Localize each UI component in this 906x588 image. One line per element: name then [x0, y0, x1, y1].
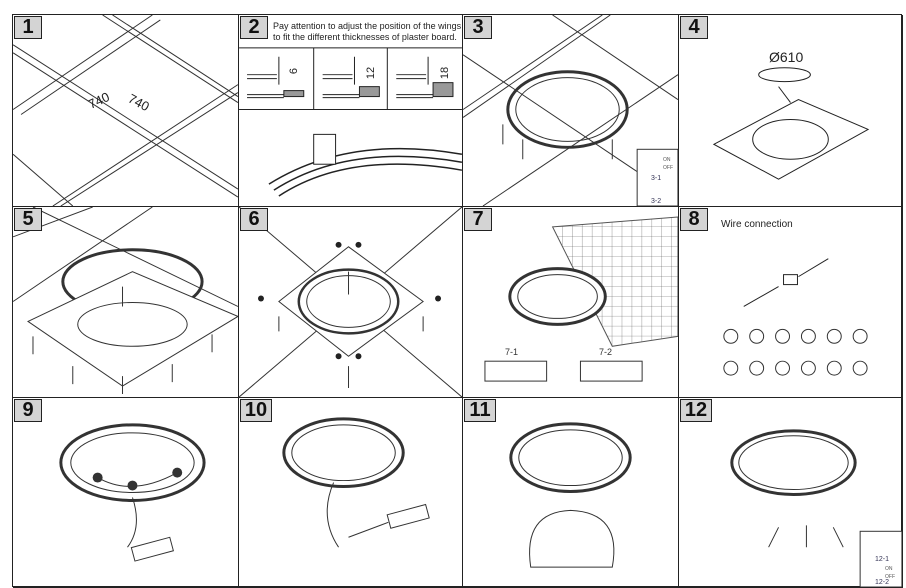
step-number: 11	[464, 399, 496, 422]
sub-step-label: 12-2	[875, 579, 890, 586]
step-8-panel: 8 Wire connection	[679, 207, 903, 398]
step-9-panel: 9	[13, 398, 239, 588]
ceiling-grid-illustration	[13, 15, 238, 206]
driver-wiring-illustration	[282, 417, 430, 548]
step-number: 7	[464, 208, 492, 231]
thickness-label: 18	[439, 66, 452, 80]
ring-adjust-illustration	[484, 216, 678, 382]
thickness-label: 6	[288, 67, 301, 75]
step-10-panel: 10	[239, 398, 463, 588]
step-number: 1	[14, 16, 42, 39]
step-number: 2	[240, 16, 268, 39]
step-11-panel: 11	[463, 398, 679, 588]
step-number: 12	[680, 399, 712, 422]
step-4-panel: 4 Ø610	[679, 15, 903, 207]
step-number: 10	[240, 399, 272, 422]
step-2-panel: 2 Pay attention to adjust the position o…	[239, 15, 463, 207]
thickness-label: 12	[365, 66, 378, 80]
step-number: 6	[240, 208, 268, 231]
driver-connection-illustration	[59, 423, 206, 562]
wing-thickness-illustration	[239, 47, 462, 197]
step-5-panel: 5	[13, 207, 239, 398]
ring-install-illustration	[463, 15, 678, 206]
wire-connection-illustration	[723, 258, 868, 376]
sub-step-label: 7-2	[599, 347, 613, 357]
sub-step-label: 3-2	[651, 198, 662, 205]
step-3-panel: 3 ON OFF 3-1 3-2	[463, 15, 679, 207]
instruction-note: Pay attention to adjust the position of …	[273, 21, 462, 42]
cutout-diameter: Ø610	[769, 49, 804, 65]
finished-light-illustration	[730, 429, 902, 587]
off-label: OFF	[885, 574, 895, 580]
step-number: 8	[680, 208, 708, 231]
step-number: 5	[14, 208, 42, 231]
instruction-grid: 1 740 740 2 Pay attention to adjust the …	[12, 14, 903, 588]
wire-connection-title: Wire connection	[721, 219, 793, 230]
sub-step-label: 12-1	[875, 556, 890, 563]
step-6-panel: 6	[239, 207, 463, 398]
on-label: ON	[885, 566, 893, 572]
cutout-illustration	[712, 67, 870, 180]
step-number: 9	[14, 399, 42, 422]
step-number: 4	[680, 16, 708, 39]
screw-fixing-illustration	[239, 207, 462, 397]
diffuser-illustration	[509, 422, 632, 568]
step-1-panel: 1 740 740	[13, 15, 239, 207]
mount-illustration	[13, 207, 238, 395]
sub-step-label: 7-1	[505, 347, 519, 357]
step-7-panel: 7 7-1 7-2	[463, 207, 679, 398]
on-label: ON	[663, 157, 671, 163]
step-number: 3	[464, 16, 492, 39]
step-12-panel: 12 12-1 ON OFF 12-2	[679, 398, 903, 588]
off-label: OFF	[663, 165, 673, 171]
sub-step-label: 3-1	[651, 175, 662, 182]
